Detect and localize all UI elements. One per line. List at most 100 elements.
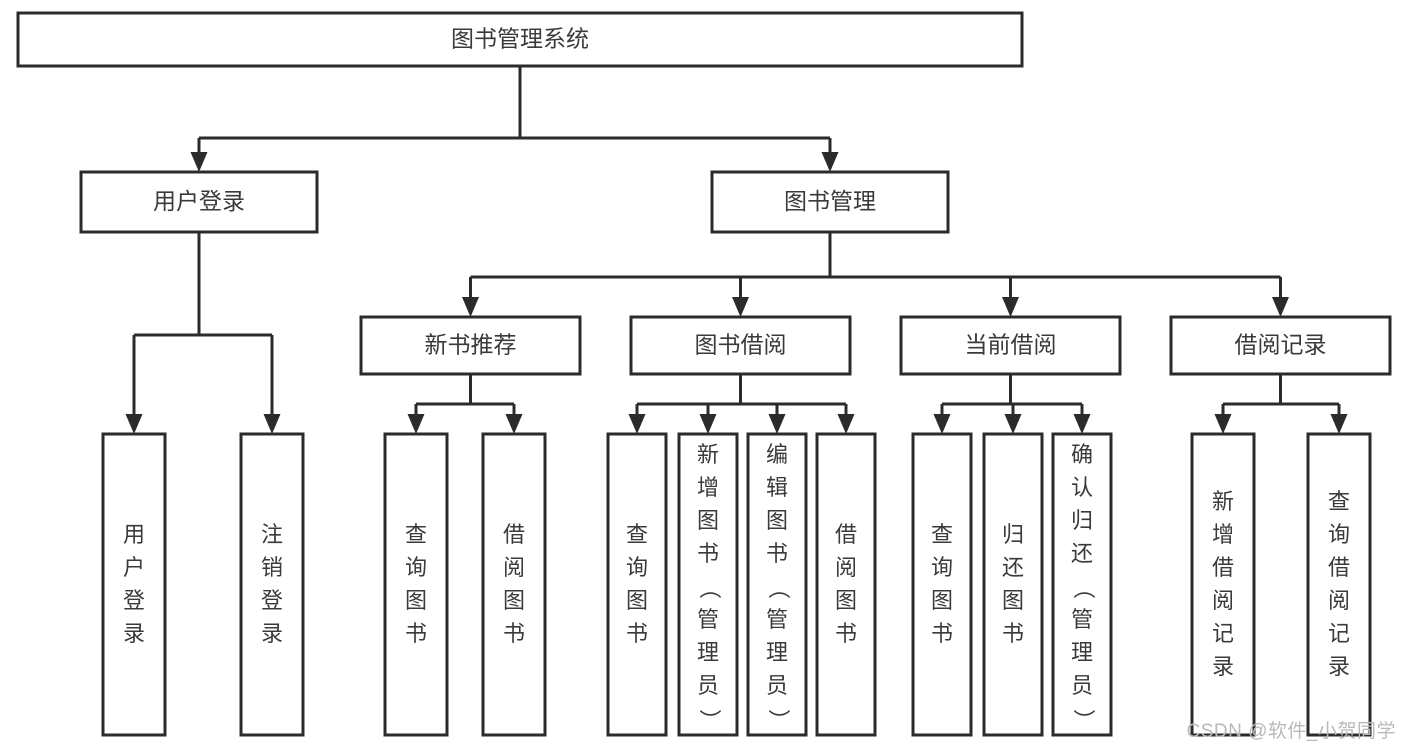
node-label-leaf-user-login: 用户登录 <box>123 522 145 646</box>
svg-text:增: 增 <box>697 475 719 500</box>
svg-text:图: 图 <box>835 588 857 613</box>
svg-text:借: 借 <box>503 522 525 547</box>
node-box-borrow-record[interactable] <box>1169 315 1392 376</box>
svg-text:销: 销 <box>261 555 283 580</box>
svg-text:书: 书 <box>697 541 719 566</box>
svg-text:录: 录 <box>123 621 145 646</box>
conn-book-borrow-arrow-1 <box>699 414 717 434</box>
svg-text:录: 录 <box>261 621 283 646</box>
svg-text:还: 还 <box>1002 555 1024 580</box>
node-box-leaf-edit-book[interactable] <box>746 432 808 737</box>
svg-text:借: 借 <box>1328 555 1350 580</box>
svg-text:归: 归 <box>1002 522 1024 547</box>
node-box-leaf-query-record[interactable] <box>1306 432 1372 737</box>
node-box-leaf-query-book-2[interactable] <box>606 432 668 737</box>
node-box-current-borrow[interactable] <box>899 315 1122 376</box>
svg-text:理: 理 <box>697 640 719 665</box>
svg-text:图: 图 <box>931 588 953 613</box>
svg-text:书: 书 <box>1002 621 1024 646</box>
svg-text:书: 书 <box>405 621 427 646</box>
svg-text:询: 询 <box>931 555 953 580</box>
svg-text:阅: 阅 <box>1212 588 1234 613</box>
svg-text:图: 图 <box>405 588 427 613</box>
conn-book-borrow-arrow-3 <box>837 414 855 434</box>
node-box-leaf-query-book-3[interactable] <box>911 432 973 737</box>
svg-text:阅: 阅 <box>1328 588 1350 613</box>
node-box-leaf-return-book[interactable] <box>982 432 1044 737</box>
svg-text:书: 书 <box>766 541 788 566</box>
svg-text:记: 记 <box>1328 621 1350 646</box>
conn-book-manage-arrow-2 <box>1002 297 1019 317</box>
node-box-leaf-user-login[interactable] <box>101 432 167 737</box>
svg-text:录: 录 <box>1328 654 1350 679</box>
svg-text:）: ） <box>766 709 791 731</box>
svg-text:借: 借 <box>835 522 857 547</box>
conn-current-borrow-arrow-0 <box>933 414 951 434</box>
node-label-book-borrow: 图书借阅 <box>695 332 787 358</box>
svg-text:书: 书 <box>931 621 953 646</box>
svg-text:书: 书 <box>503 621 525 646</box>
svg-text:（: （ <box>697 577 722 599</box>
svg-text:新: 新 <box>697 442 719 467</box>
node-box-leaf-add-book[interactable] <box>677 432 739 737</box>
svg-text:管: 管 <box>697 607 719 632</box>
svg-text:询: 询 <box>405 555 427 580</box>
svg-text:员: 员 <box>697 673 719 698</box>
svg-text:理: 理 <box>766 640 788 665</box>
node-box-book-borrow[interactable] <box>629 315 852 376</box>
svg-text:查: 查 <box>931 522 953 547</box>
svg-text:用: 用 <box>123 522 145 547</box>
node-box-leaf-user-logout[interactable] <box>239 432 305 737</box>
node-label-borrow-record: 借阅记录 <box>1235 332 1327 358</box>
node-box-root[interactable] <box>16 11 1024 68</box>
connectors-layer <box>125 66 1348 434</box>
node-box-new-book-recommend[interactable] <box>359 315 582 376</box>
boxes-layer <box>16 11 1392 737</box>
svg-text:询: 询 <box>1328 522 1350 547</box>
svg-text:图: 图 <box>1002 588 1024 613</box>
node-box-book-manage[interactable] <box>710 170 950 234</box>
node-box-user-login[interactable] <box>79 170 319 234</box>
node-box-leaf-borrow-book-1[interactable] <box>481 432 547 737</box>
svg-text:（: （ <box>1071 577 1096 599</box>
labels-layer: 图书管理系统用户登录图书管理新书推荐图书借阅当前借阅借阅记录用户登录注销登录查询… <box>123 26 1350 731</box>
conn-user-login-arrow-0 <box>125 414 143 434</box>
svg-text:新: 新 <box>1212 489 1234 514</box>
node-box-leaf-add-record[interactable] <box>1190 432 1256 737</box>
svg-text:查: 查 <box>1328 489 1350 514</box>
svg-text:还: 还 <box>1071 541 1093 566</box>
svg-text:借: 借 <box>1212 555 1234 580</box>
svg-text:书: 书 <box>626 621 648 646</box>
svg-text:图: 图 <box>766 508 788 533</box>
svg-text:户: 户 <box>123 555 145 580</box>
svg-text:管: 管 <box>1071 607 1093 632</box>
node-label-book-manage: 图书管理 <box>784 188 876 214</box>
conn-current-borrow-arrow-1 <box>1004 414 1022 434</box>
node-box-leaf-query-book-1[interactable] <box>383 432 449 737</box>
node-box-leaf-confirm-return[interactable] <box>1051 432 1113 737</box>
conn-book-manage-arrow-3 <box>1272 297 1289 317</box>
conn-root-arrow-0 <box>190 152 208 172</box>
conn-book-borrow-arrow-2 <box>768 414 786 434</box>
conn-user-login-arrow-1 <box>263 414 281 434</box>
conn-borrow-record-arrow-1 <box>1330 414 1348 434</box>
svg-text:理: 理 <box>1071 640 1093 665</box>
svg-text:管: 管 <box>766 607 788 632</box>
svg-text:认: 认 <box>1071 475 1093 500</box>
svg-text:图: 图 <box>626 588 648 613</box>
node-box-leaf-borrow-book-2[interactable] <box>815 432 877 737</box>
conn-new-book-recommend-arrow-1 <box>505 414 523 434</box>
node-label-user-login: 用户登录 <box>153 188 245 214</box>
conn-borrow-record-arrow-0 <box>1214 414 1232 434</box>
svg-text:书: 书 <box>835 621 857 646</box>
conn-book-manage-arrow-0 <box>462 297 479 317</box>
